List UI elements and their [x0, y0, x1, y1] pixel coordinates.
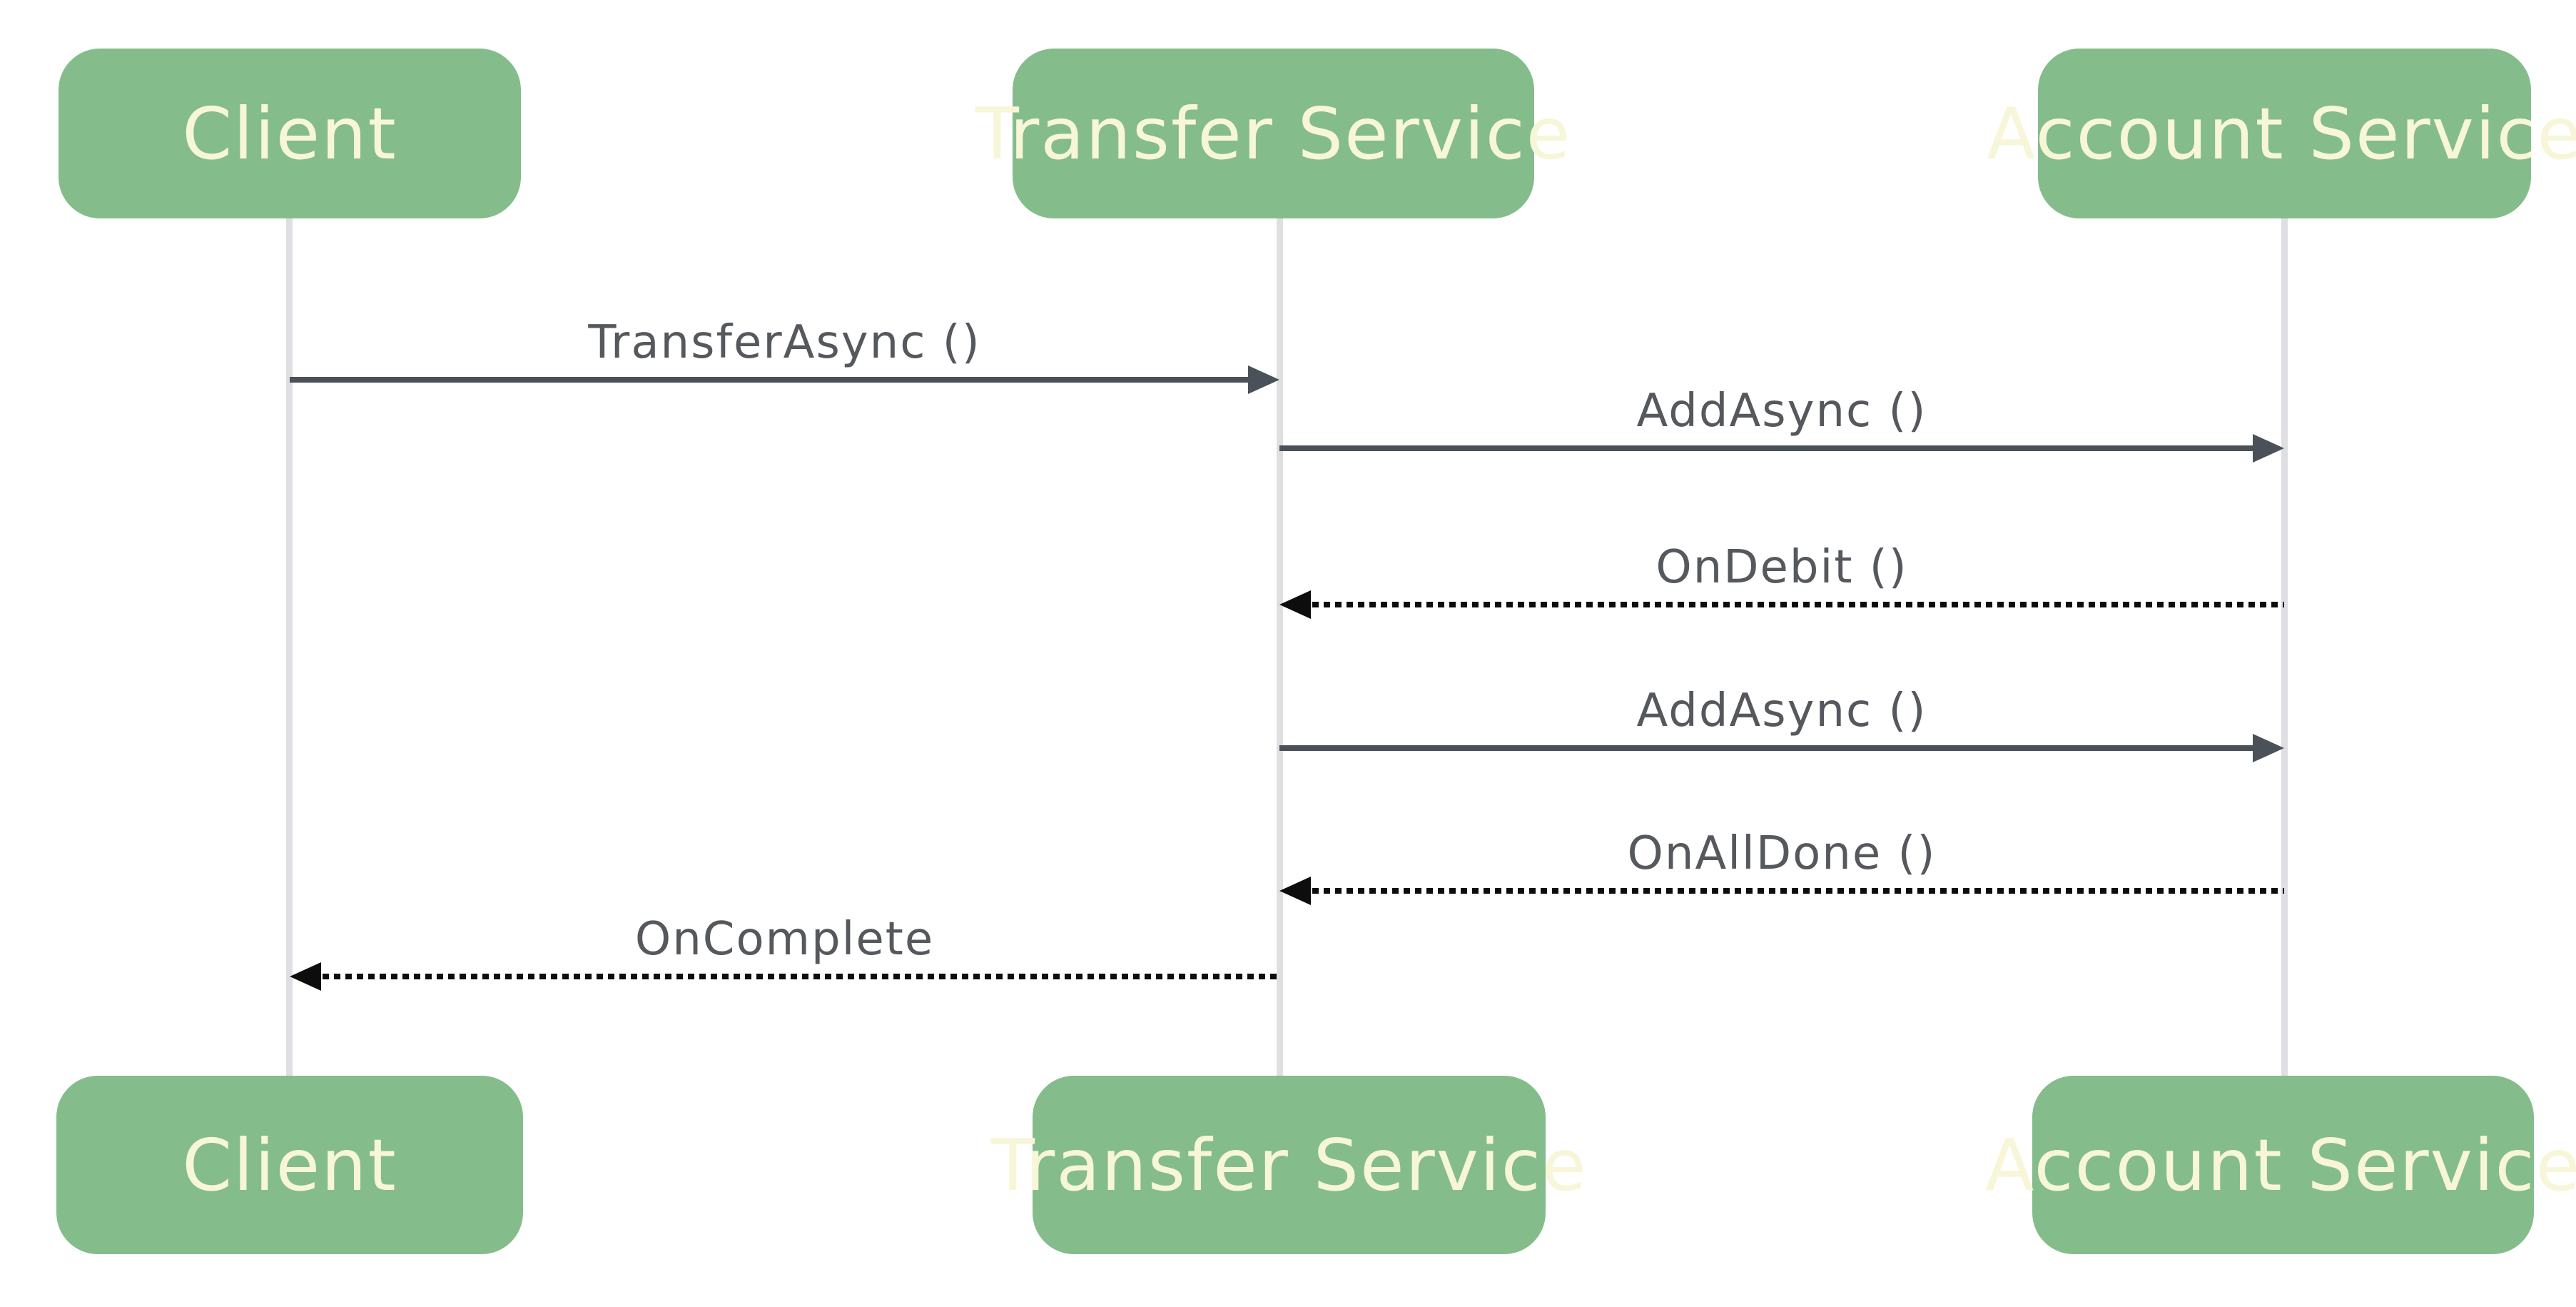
- actor-box-account-service-bottom: Account Service: [1985, 1076, 2576, 1254]
- actor-box-transfer-service-bottom: Transfer Service: [991, 1076, 1586, 1254]
- message-label-addasync-1: AddAsync (): [1636, 385, 1927, 438]
- message-line-onalldone: [1312, 888, 2284, 894]
- message-label-transferasync: TransferAsync (): [588, 316, 981, 369]
- message-line-addasync-2: [1279, 745, 2253, 751]
- message-line-oncomplete: [323, 974, 1279, 979]
- message-label-onalldone: OnAllDone (): [1627, 827, 1937, 880]
- arrowhead-left-icon: [1279, 590, 1311, 619]
- actor-label-client-top: Client: [182, 91, 397, 176]
- message-label-oncomplete: OnComplete: [634, 913, 935, 966]
- lifeline-transfer-service: [1277, 218, 1283, 1076]
- arrowhead-right-icon: [2253, 434, 2284, 463]
- arrowhead-right-icon: [1248, 365, 1279, 394]
- lifeline-account-service: [2281, 218, 2288, 1076]
- actor-box-client-top: Client: [59, 49, 521, 218]
- arrowhead-left-icon: [1279, 877, 1311, 905]
- actor-box-client-bottom: Client: [56, 1076, 523, 1254]
- actor-box-transfer-service-top: Transfer Service: [975, 49, 1570, 218]
- arrowhead-right-icon: [2253, 734, 2284, 762]
- actor-label-transfer-service-bottom: Transfer Service: [990, 1123, 1588, 1207]
- message-label-ondebit: OnDebit (): [1655, 541, 1908, 594]
- message-label-addasync-2: AddAsync (): [1636, 685, 1927, 737]
- message-line-transferasync: [290, 377, 1251, 383]
- actor-label-client-bottom: Client: [182, 1123, 397, 1207]
- message-line-addasync-1: [1279, 445, 2253, 451]
- message-line-ondebit: [1312, 602, 2284, 607]
- actor-label-account-service-bottom: Account Service: [1984, 1123, 2576, 1207]
- actor-box-account-service-top: Account Service: [1987, 49, 2576, 218]
- lifeline-client: [286, 218, 293, 1076]
- actor-label-transfer-service-top: Transfer Service: [975, 91, 1572, 176]
- actor-label-account-service-top: Account Service: [1986, 91, 2576, 176]
- arrowhead-left-icon: [290, 962, 321, 991]
